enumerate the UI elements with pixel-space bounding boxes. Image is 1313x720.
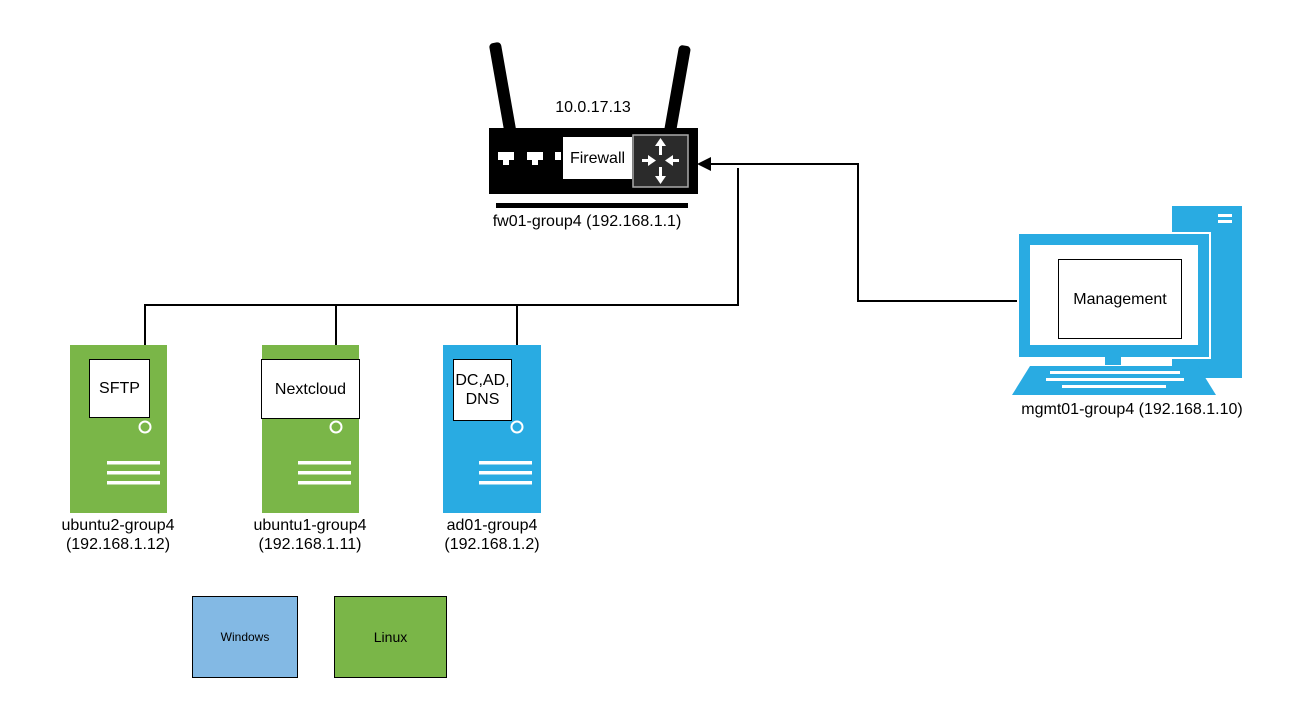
firewall-hostname: fw01-group4 (192.168.1.1) xyxy=(492,213,682,230)
ad-role-line2: DNS xyxy=(465,391,500,408)
server-hostname: ubuntu1-group4 xyxy=(253,517,367,534)
server-ip: (192.168.1.11) xyxy=(258,536,362,553)
firewall-wan-ip: 10.0.17.13 xyxy=(555,99,631,116)
mgmt-link-line xyxy=(708,163,1018,302)
nextcloud-role-label: Nextcloud xyxy=(274,380,347,398)
router-base-bar xyxy=(496,203,688,208)
server-hostname: ad01-group4 xyxy=(446,517,538,534)
lan-bus-line xyxy=(144,168,739,345)
sftp-role-box: SFTP xyxy=(89,359,150,418)
nextcloud-role-box: Nextcloud xyxy=(261,359,360,419)
firewall-label-box: Firewall xyxy=(563,137,632,179)
legend-windows: Windows xyxy=(192,596,298,678)
firewall-router-icon xyxy=(489,42,698,208)
legend-linux-label: Linux xyxy=(373,629,408,645)
server-label-ubuntu1: ubuntu1-group4 (192.168.1.11) xyxy=(238,516,382,554)
management-hostname: mgmt01-group4 (192.168.1.10) xyxy=(1021,401,1243,418)
ethernet-port-icon xyxy=(498,152,561,165)
arrowhead-icon xyxy=(697,157,711,171)
server-ip: (192.168.1.12) xyxy=(65,536,171,553)
server-ip: (192.168.1.2) xyxy=(444,536,540,553)
ad-role-line1: DC,AD, xyxy=(455,372,510,389)
management-screen-box: Management xyxy=(1058,259,1182,339)
legend-linux: Linux xyxy=(334,596,447,678)
management-label: Management xyxy=(1073,290,1167,308)
sftp-role-label: SFTP xyxy=(99,380,140,397)
legend-windows-label: Windows xyxy=(220,630,270,644)
server-label-ubuntu2: ubuntu2-group4 (192.168.1.12) xyxy=(46,516,190,554)
antenna-right xyxy=(663,45,691,140)
firewall-label: Firewall xyxy=(569,149,626,167)
connection-lines xyxy=(144,163,1018,345)
cross-arrows-icon xyxy=(642,138,679,184)
server-label-ad01: ad01-group4 (192.168.1.2) xyxy=(427,516,557,554)
antenna-left xyxy=(489,42,517,137)
server-hostname: ubuntu2-group4 xyxy=(61,517,175,534)
ad-role-box: DC,AD, DNS xyxy=(453,359,512,421)
